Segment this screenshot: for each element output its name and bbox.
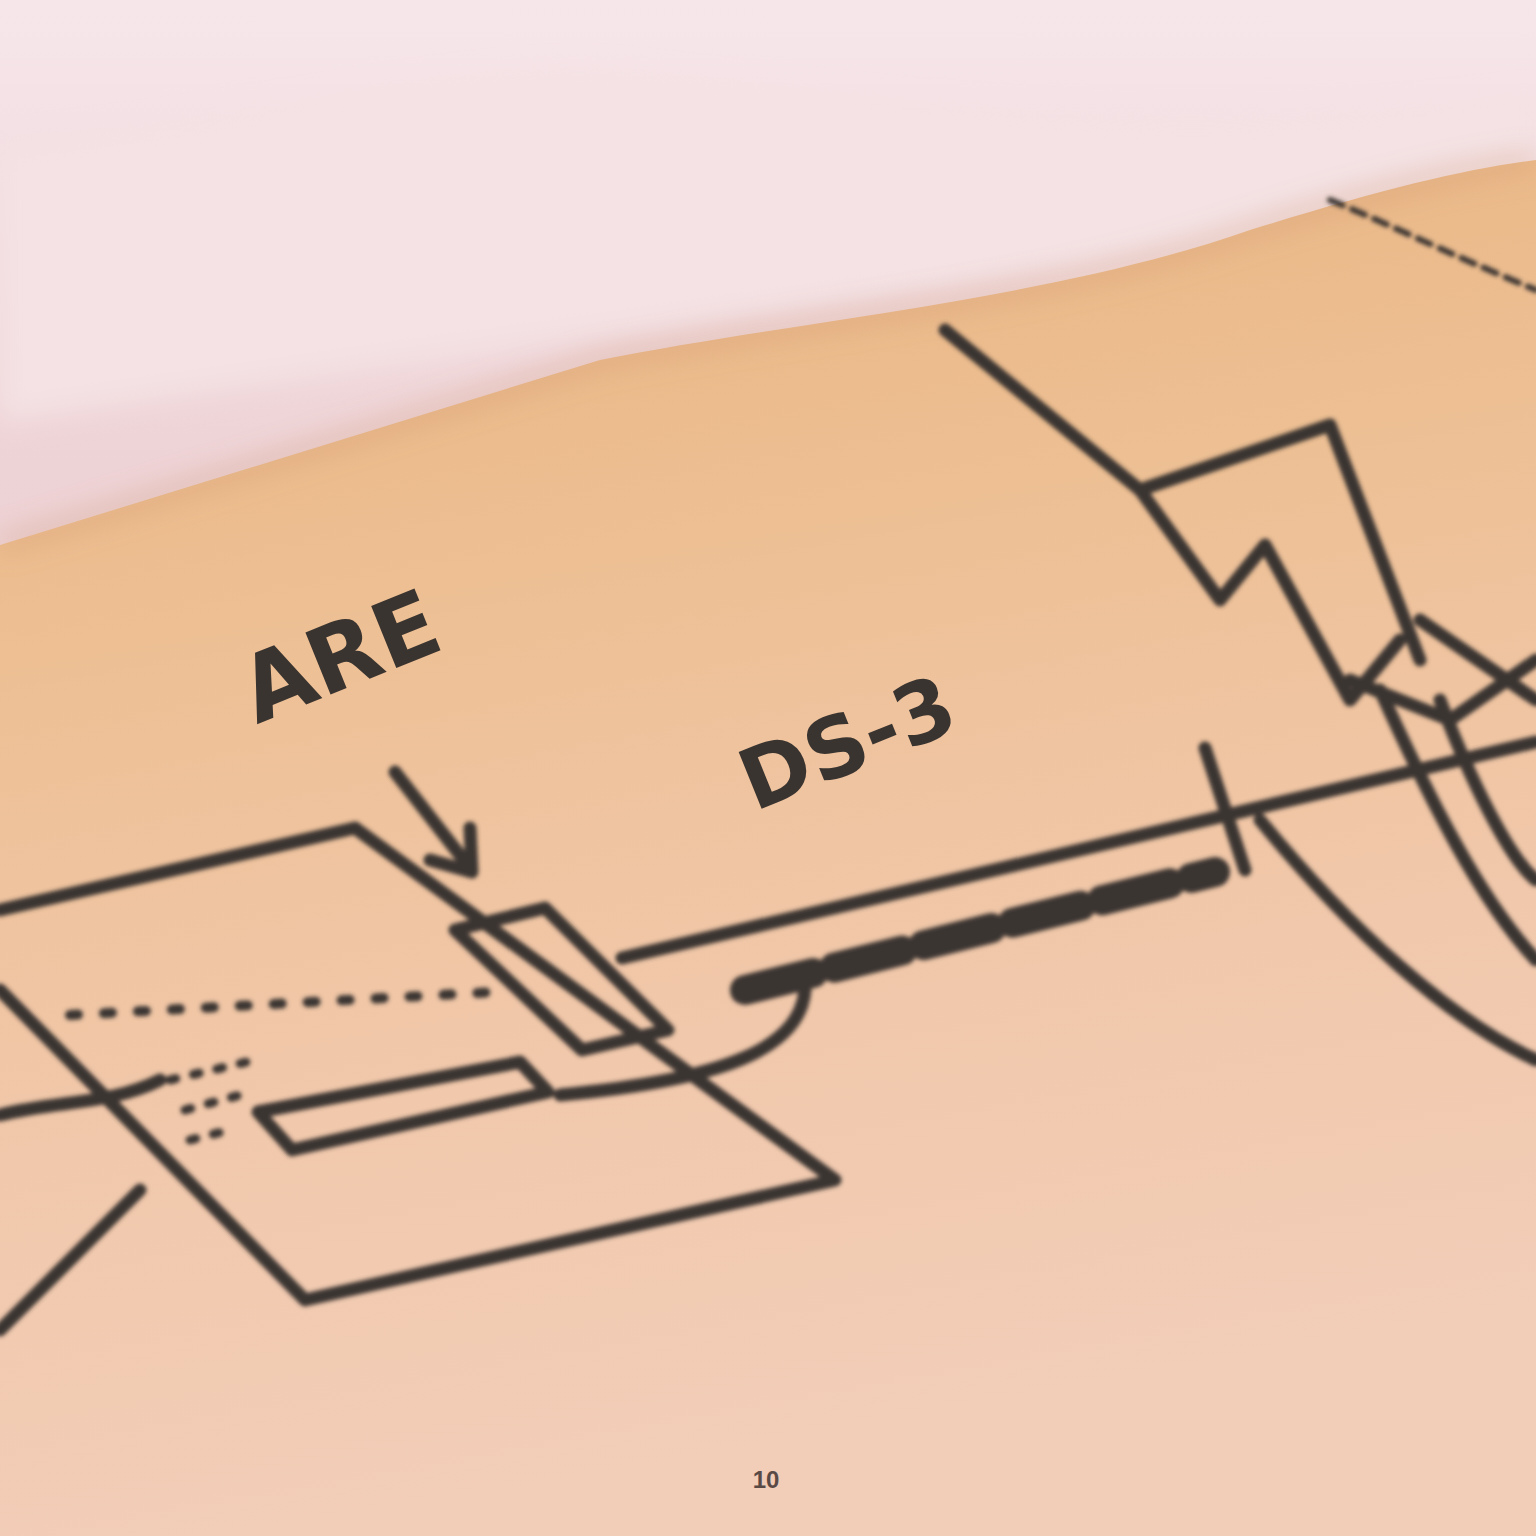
paper-sheet — [0, 160, 1536, 1536]
tower-lines — [1350, 620, 1536, 720]
part-name: ARE — [228, 576, 452, 738]
antenna-line — [945, 330, 1420, 660]
line-left — [0, 1190, 140, 1330]
paper-edge — [0, 160, 1536, 545]
dotted-line — [70, 992, 495, 1015]
fan-curves — [1260, 690, 1536, 1060]
small-box — [455, 908, 668, 1050]
sketch-lines — [0, 200, 1536, 1330]
dot-spray — [170, 1060, 255, 1140]
inner-slot — [258, 1062, 548, 1150]
edge-stitch — [1330, 200, 1536, 290]
cable — [560, 990, 805, 1095]
large-box — [0, 828, 835, 1300]
cable-plug — [745, 872, 1215, 990]
zigzag — [1140, 490, 1400, 700]
curve-left — [0, 1080, 160, 1115]
arrow — [395, 772, 472, 872]
signal-name: DS-3 — [728, 662, 967, 824]
page-number: 10 — [753, 1468, 780, 1492]
tick-mark — [1205, 748, 1245, 870]
